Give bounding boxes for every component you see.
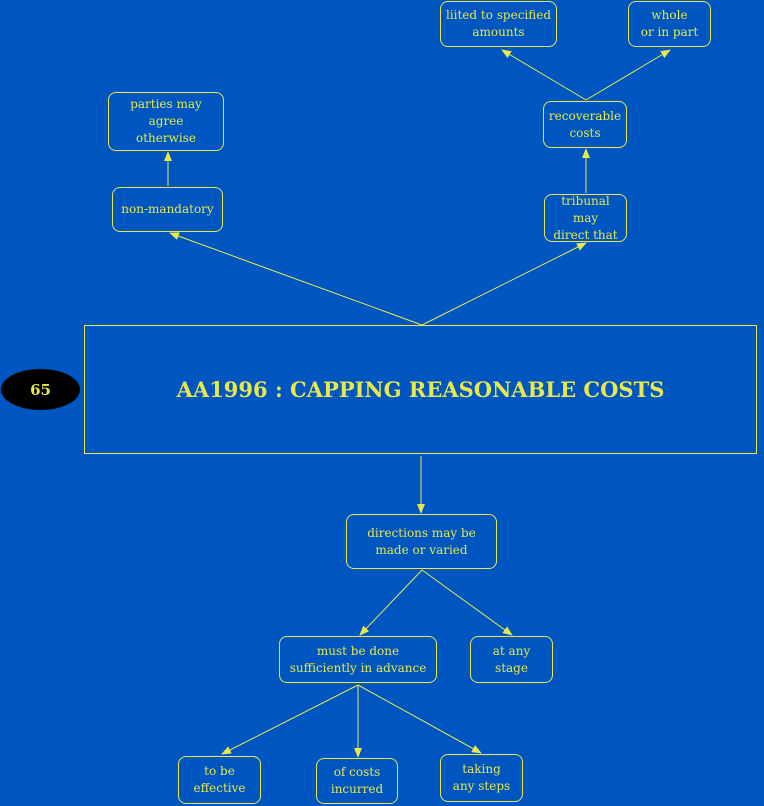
- main-topic-title[interactable]: AA1996 : CAPPING REASONABLE COSTS: [84, 325, 757, 454]
- node-whole-or-in-part[interactable]: whole or in part: [628, 1, 711, 47]
- node-of-costs-incurred[interactable]: of costs incurred: [316, 758, 398, 804]
- edge-main-to-nonmandatory: [169, 232, 423, 326]
- node-non-mandatory[interactable]: non-mandatory: [112, 187, 223, 232]
- node-must-be-done-sufficiently-in-advance[interactable]: must be done sufficiently in advance: [279, 636, 437, 683]
- node-to-be-effective[interactable]: to be effective: [178, 756, 261, 804]
- node-directions-may-be-made-or-varied[interactable]: directions may be made or varied: [346, 514, 497, 569]
- node-parties-may-agree-otherwise[interactable]: parties may agree otherwise: [108, 92, 224, 151]
- node-limited-to-specified-amounts[interactable]: liited to specified amounts: [440, 1, 557, 47]
- edge-mustbedone-to-anysteps: [357, 684, 482, 754]
- edge-main-to-tribunal: [421, 242, 587, 326]
- edge-directions-to-mustbedone: [359, 569, 423, 636]
- edge-directions-to-atanystage: [421, 569, 513, 636]
- node-taking-any-steps[interactable]: taking any steps: [440, 754, 523, 802]
- edge-recoverable-to-limited: [501, 49, 587, 101]
- node-tribunal-may-direct-that[interactable]: tribunal may direct that: [544, 194, 627, 242]
- map-number-badge: 65: [1, 369, 80, 410]
- node-at-any-stage[interactable]: at any stage: [470, 636, 553, 683]
- edge-mustbedone-to-effective: [221, 684, 359, 755]
- edge-recoverable-to-whole: [585, 49, 671, 101]
- node-recoverable-costs[interactable]: recoverable costs: [543, 101, 627, 148]
